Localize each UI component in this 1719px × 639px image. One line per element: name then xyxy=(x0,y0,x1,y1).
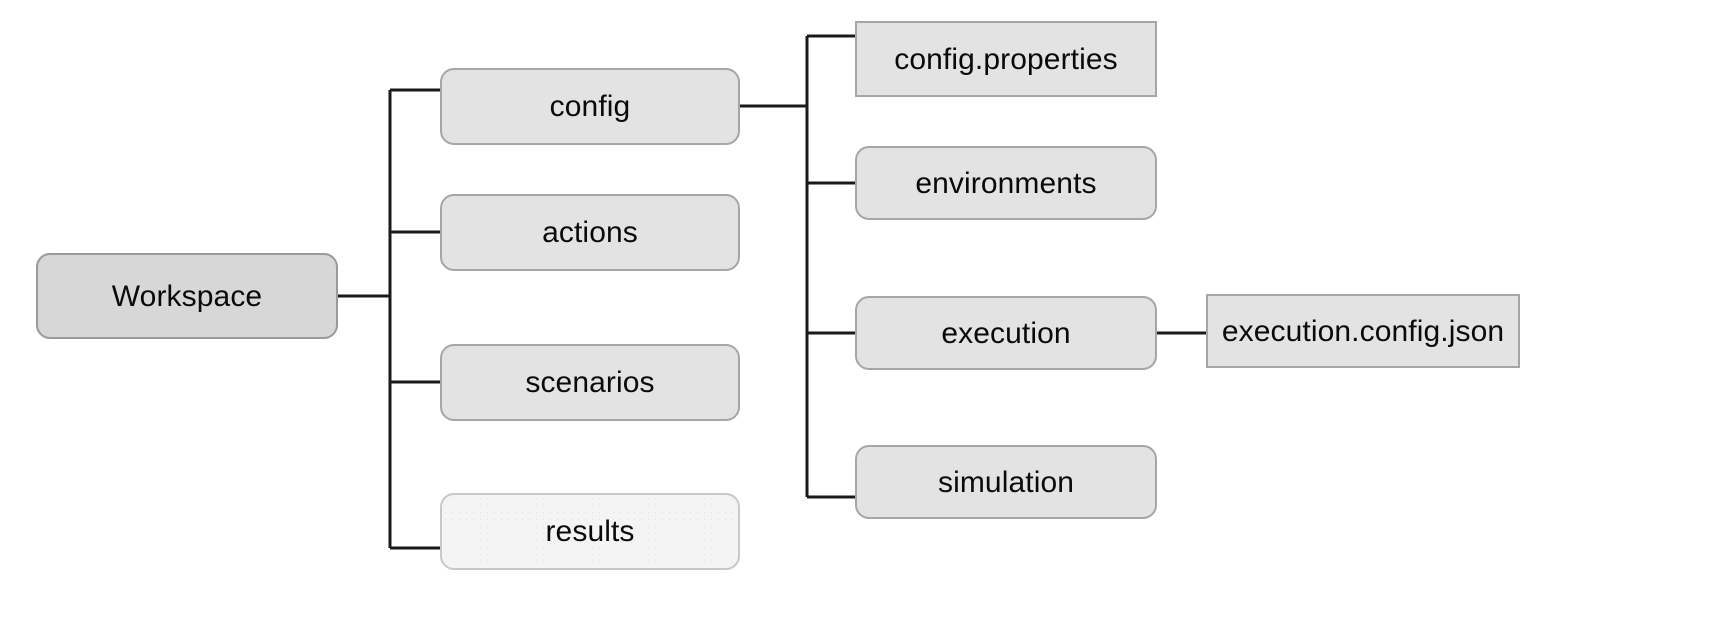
node-execution[interactable]: execution xyxy=(855,296,1157,370)
node-workspace-label: Workspace xyxy=(111,279,263,313)
node-actions-label: actions xyxy=(542,216,638,249)
node-scenarios[interactable]: scenarios xyxy=(440,344,740,421)
node-execution-label: execution xyxy=(941,316,1071,350)
node-execution-config-json[interactable]: execution.config.json xyxy=(1206,294,1520,368)
node-config-properties[interactable]: config.properties xyxy=(855,21,1157,97)
node-results[interactable]: results xyxy=(440,493,740,570)
node-simulation[interactable]: simulation xyxy=(855,445,1157,519)
node-config-label: config xyxy=(549,90,631,123)
node-environments-label: environments xyxy=(915,166,1097,200)
node-config[interactable]: config xyxy=(440,68,740,145)
node-config-properties-label: config.properties xyxy=(894,42,1118,76)
node-scenarios-label: scenarios xyxy=(525,366,655,399)
node-actions[interactable]: actions xyxy=(440,194,740,271)
node-workspace[interactable]: Workspace xyxy=(36,253,338,339)
node-results-label: results xyxy=(545,515,635,548)
node-simulation-label: simulation xyxy=(937,465,1075,499)
node-execution-config-json-label: execution.config.json xyxy=(1221,314,1505,348)
node-environments[interactable]: environments xyxy=(855,146,1157,220)
